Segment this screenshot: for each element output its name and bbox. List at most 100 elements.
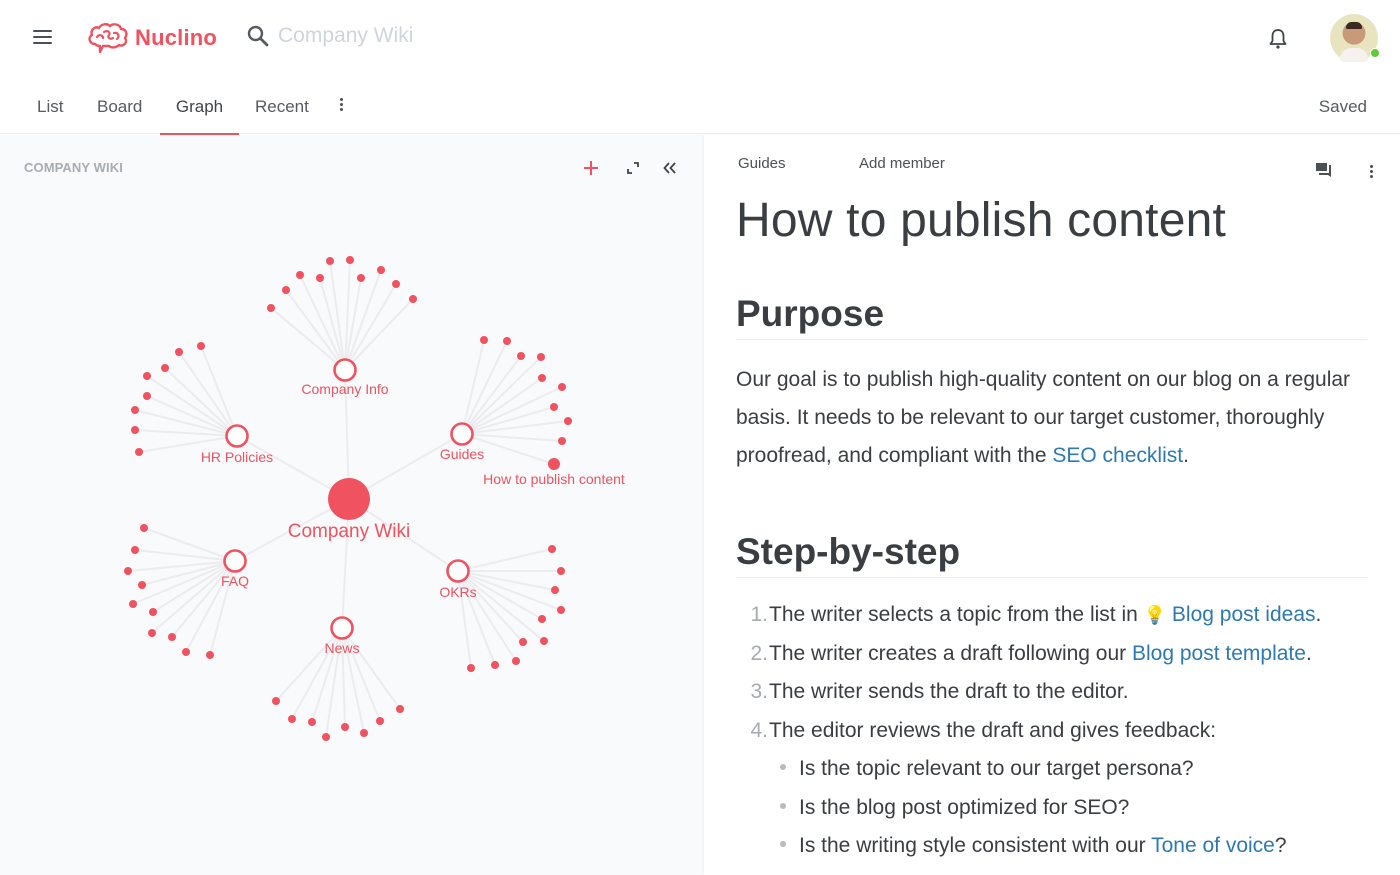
tab-board[interactable]: Board: [97, 97, 143, 116]
graph-leaf-node[interactable]: [322, 733, 330, 741]
document-title[interactable]: How to publish content: [736, 194, 1227, 247]
graph-leaf-node[interactable]: [557, 567, 565, 575]
graph-leaf-node[interactable]: [537, 353, 545, 361]
graph-leaf-node[interactable]: [357, 274, 365, 282]
graph-leaf-node[interactable]: [377, 266, 385, 274]
step-text: The writer sends the draft to the editor…: [769, 680, 1129, 703]
online-status-indicator: [1370, 48, 1380, 58]
graph-node-label[interactable]: Guides: [440, 446, 484, 462]
graph-leaf-node[interactable]: [131, 546, 139, 554]
avatar[interactable]: [1330, 14, 1380, 62]
comments-icon[interactable]: [1315, 162, 1333, 180]
graph-leaf-node[interactable]: [149, 608, 157, 616]
graph-leaf-node[interactable]: [409, 295, 417, 303]
tone-of-voice-link[interactable]: Tone of voice: [1151, 834, 1275, 857]
graph-node[interactable]: [450, 422, 474, 446]
graph-leaf-node[interactable]: [161, 364, 169, 372]
graph-leaf-node[interactable]: [182, 648, 190, 656]
graph-node-label[interactable]: Company Info: [301, 381, 388, 397]
seo-checklist-link[interactable]: SEO checklist: [1052, 444, 1184, 467]
graph-leaf-node[interactable]: [564, 417, 572, 425]
graph-leaf-node[interactable]: [512, 657, 520, 665]
graph-leaf-node[interactable]: [550, 403, 558, 411]
graph-leaf-node[interactable]: [326, 257, 334, 265]
graph-leaf-node[interactable]: [131, 406, 139, 414]
logo[interactable]: Nuclino: [87, 22, 217, 54]
save-status: Saved: [1318, 97, 1367, 116]
search-input[interactable]: [278, 24, 578, 48]
graph-leaf-node[interactable]: [467, 664, 475, 672]
tab-recent[interactable]: Recent: [255, 97, 309, 116]
graph-leaf-node[interactable]: [316, 274, 324, 282]
document-panel: Guides Add member How to publish content…: [704, 135, 1400, 875]
graph-node[interactable]: [333, 358, 357, 382]
graph-leaf-node[interactable]: [396, 705, 404, 713]
more-vertical-icon[interactable]: [1370, 165, 1374, 178]
graph-leaf-node[interactable]: [206, 651, 214, 659]
graph-leaf-node[interactable]: [288, 715, 296, 723]
graph-node[interactable]: [446, 559, 470, 583]
blog-post-ideas-link[interactable]: Blog post ideas: [1171, 603, 1316, 626]
breadcrumb[interactable]: Guides: [738, 155, 786, 172]
graph-leaf-node[interactable]: [480, 336, 488, 344]
graph-leaf-node[interactable]: [538, 374, 546, 382]
graph-leaf-node[interactable]: [131, 426, 139, 434]
graph-current-node[interactable]: [548, 458, 560, 470]
graph-leaf-node[interactable]: [143, 372, 151, 380]
graph-leaf-node[interactable]: [143, 392, 151, 400]
graph-leaf-node[interactable]: [175, 348, 183, 356]
graph-leaf-node[interactable]: [376, 717, 384, 725]
graph-leaf-node[interactable]: [557, 606, 565, 614]
graph-leaf-node[interactable]: [558, 437, 566, 445]
more-tabs-icon[interactable]: [340, 98, 344, 113]
list-item: Is the topic relevant to our target pers…: [780, 750, 1376, 789]
graph-leaf-node[interactable]: [519, 638, 527, 646]
collapse-left-icon[interactable]: [662, 160, 678, 176]
graph-root-label[interactable]: Company Wiki: [288, 521, 410, 542]
tab-graph[interactable]: Graph: [160, 78, 239, 135]
graph-leaf-node[interactable]: [503, 337, 511, 345]
graph-leaf-node[interactable]: [140, 524, 148, 532]
blog-post-template-link[interactable]: Blog post template: [1132, 641, 1306, 665]
graph-leaf-node[interactable]: [282, 286, 290, 294]
graph-leaf-node[interactable]: [491, 661, 499, 669]
graph-leaf-node[interactable]: [341, 723, 349, 731]
graph-leaf-node[interactable]: [548, 545, 556, 553]
graph-leaf-node[interactable]: [148, 629, 156, 637]
tab-list[interactable]: List: [37, 97, 64, 116]
graph-leaf-node[interactable]: [558, 383, 566, 391]
graph-node-label[interactable]: OKRs: [439, 584, 476, 600]
graph-leaf-node[interactable]: [168, 633, 176, 641]
graph-leaf-node[interactable]: [272, 697, 280, 705]
graph-leaf-node[interactable]: [308, 718, 316, 726]
graph-node[interactable]: [225, 424, 249, 448]
graph-leaf-node[interactable]: [138, 581, 146, 589]
bell-icon[interactable]: [1268, 28, 1288, 50]
graph-node[interactable]: [330, 616, 354, 640]
menu-icon[interactable]: [33, 30, 52, 46]
graph-current-node-label[interactable]: How to publish content: [483, 471, 625, 487]
graph-leaf-node[interactable]: [197, 342, 205, 350]
graph-root-node[interactable]: [328, 478, 370, 520]
graph-leaf-node[interactable]: [346, 256, 354, 264]
graph-node-label[interactable]: FAQ: [221, 573, 249, 589]
graph-node[interactable]: [223, 549, 247, 573]
graph-leaf-node[interactable]: [296, 271, 304, 279]
graph-leaf-node[interactable]: [538, 615, 546, 623]
graph-leaf-node[interactable]: [135, 448, 143, 456]
graph-leaf-node[interactable]: [360, 729, 368, 737]
graph-leaf-node[interactable]: [129, 600, 137, 608]
graph-node-label[interactable]: News: [324, 640, 359, 656]
graph-leaf-node[interactable]: [517, 352, 525, 360]
graph-leaf-node[interactable]: [540, 637, 548, 645]
add-member-button[interactable]: Add member: [859, 155, 945, 172]
graph-leaf-node[interactable]: [124, 567, 132, 575]
search-bar[interactable]: [246, 24, 578, 48]
graph-node-label[interactable]: HR Policies: [201, 449, 273, 465]
graph-leaf-node[interactable]: [267, 304, 275, 312]
expand-icon[interactable]: [626, 161, 640, 175]
graph-leaf-node[interactable]: [392, 280, 400, 288]
graph-leaf-node[interactable]: [551, 586, 559, 594]
plus-icon[interactable]: [582, 159, 600, 177]
